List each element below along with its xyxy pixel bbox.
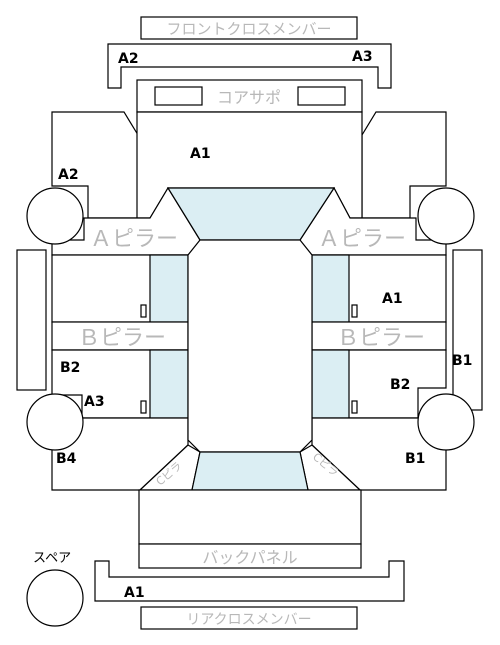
core-support-label: コアサポ (217, 88, 281, 107)
label-b1-rear: B1 (405, 451, 425, 467)
rear-cross-member-label: リアクロスメンバー (186, 612, 311, 628)
label-a1-engine-bay: A1 (190, 146, 211, 162)
right-rear-wheel (417, 393, 475, 451)
label-a1-rear-bracket: A1 (124, 585, 145, 601)
label-b4: B4 (56, 451, 77, 467)
label-a2-left: A2 (58, 167, 79, 183)
label-a1-right-door: A1 (382, 291, 403, 307)
core-support-left-slot (154, 86, 203, 106)
spare-tire (26, 569, 84, 627)
trunk-floor (138, 489, 362, 545)
right-rear-door-handle (351, 400, 358, 414)
front-cross-member-box (140, 16, 358, 40)
back-panel-box (138, 543, 362, 569)
left-front-window (149, 254, 189, 323)
rear-cross-member-box (140, 606, 358, 630)
right-front-door-handle (351, 304, 358, 318)
label-a2-front-bracket: A2 (118, 51, 139, 67)
label-a3-left: A3 (84, 394, 105, 410)
spare-label: スペア (33, 551, 71, 566)
left-rear-door-handle (140, 400, 147, 414)
right-side-sill (452, 249, 483, 411)
left-b-pillar-label: Ｂピラー (78, 326, 166, 351)
back-panel-label: バックパネル (202, 548, 297, 567)
right-b-pillar-band (311, 321, 447, 351)
label-b2-left: B2 (60, 360, 80, 376)
right-front-window (311, 254, 350, 323)
right-b-pillar-label: Ｂピラー (337, 326, 425, 351)
label-b2-right: B2 (390, 377, 410, 393)
left-rear-window (149, 349, 189, 419)
label-a3-front-bracket: A3 (352, 49, 373, 65)
right-front-wheel (417, 187, 475, 245)
rear-bracket (94, 560, 405, 602)
left-side-sill (16, 249, 47, 391)
left-front-wheel (26, 187, 84, 245)
right-a-pillar-label: Ａピラー (318, 227, 406, 252)
core-support-right-slot (297, 86, 346, 106)
left-rear-wheel (26, 393, 84, 451)
label-b1-right-sill: B1 (452, 353, 472, 369)
right-rear-window (311, 349, 350, 419)
rear-window (191, 451, 309, 491)
front-cross-member-label: フロントクロスメンバー (166, 20, 331, 38)
left-a-pillar-label: Ａピラー (90, 227, 178, 252)
left-front-door-handle (140, 304, 147, 318)
roof-panel (187, 239, 313, 453)
front-bracket (107, 43, 392, 89)
left-b-pillar-band (51, 321, 189, 351)
